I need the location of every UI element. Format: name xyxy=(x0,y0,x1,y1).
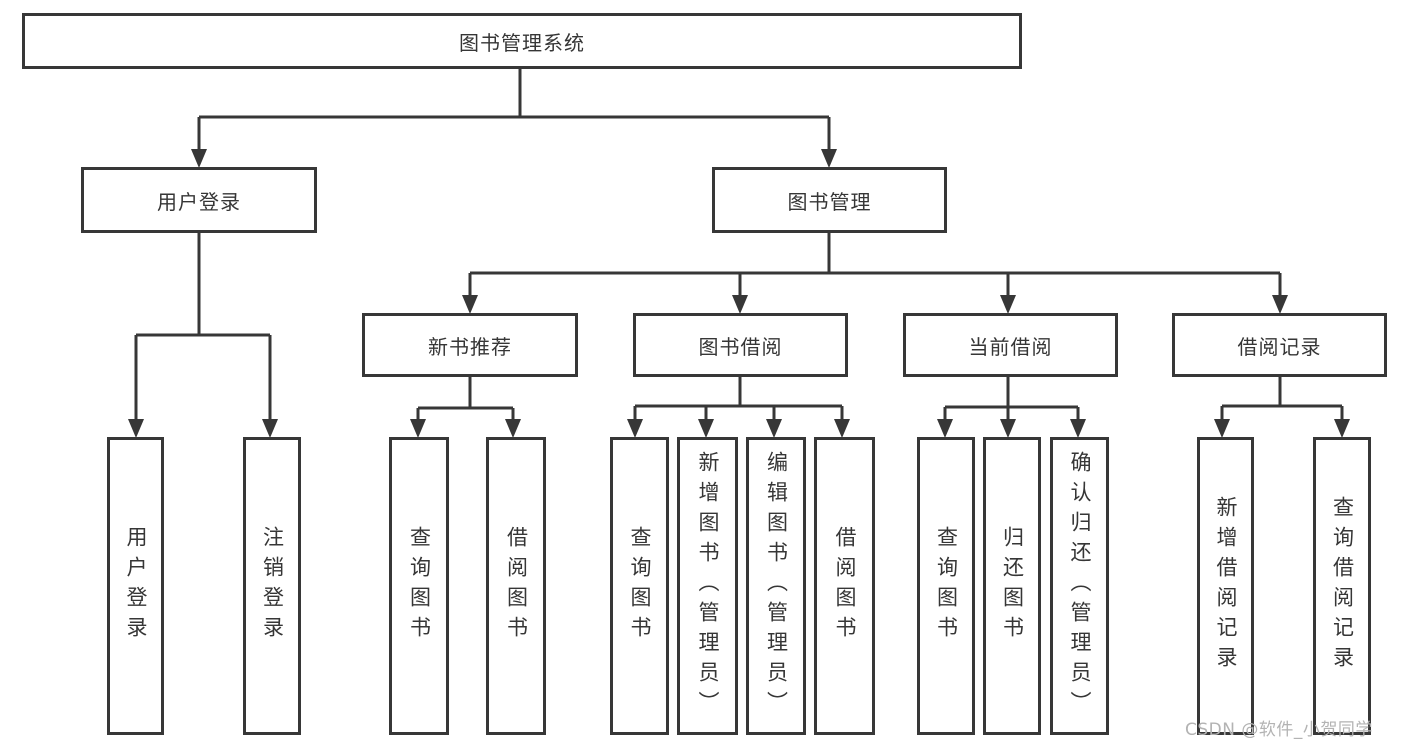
leaf-query-books-current: 查询图书 xyxy=(917,437,975,735)
leaf-return-books: 归还图书 xyxy=(983,437,1041,735)
leaf-user-login: 用户登录 xyxy=(107,437,164,735)
leaf-borrow-books-recommend-label: 借阅图书 xyxy=(504,526,529,646)
leaf-logout: 注销登录 xyxy=(243,437,301,735)
arrowheads xyxy=(128,149,1350,438)
node-current-borrow: 当前借阅 xyxy=(903,313,1118,377)
node-root-label: 图书管理系统 xyxy=(459,30,585,55)
leaf-edit-books-admin-label: 编辑图书（管理员） xyxy=(764,451,789,721)
node-borrow-record: 借阅记录 xyxy=(1172,313,1387,377)
node-book-borrow-label: 图书借阅 xyxy=(698,334,783,359)
leaf-user-login-label: 用户登录 xyxy=(124,526,148,646)
node-book-management-label: 图书管理 xyxy=(787,189,872,214)
leaf-add-books-admin-label: 新增图书（管理员） xyxy=(696,451,720,721)
leaf-confirm-return-admin: 确认归还（管理员） xyxy=(1050,437,1109,735)
leaf-add-borrow-record-label: 新增借阅记录 xyxy=(1214,496,1238,676)
leaf-return-books-label: 归还图书 xyxy=(1000,526,1025,646)
node-root: 图书管理系统 xyxy=(22,13,1022,69)
leaf-add-borrow-record: 新增借阅记录 xyxy=(1197,437,1254,735)
node-new-book-recommend: 新书推荐 xyxy=(362,313,578,377)
leaf-query-books-current-label: 查询图书 xyxy=(934,526,959,646)
node-new-book-recommend-label: 新书推荐 xyxy=(428,334,512,359)
leaf-query-books-borrow: 查询图书 xyxy=(610,437,669,735)
leaf-borrow-books: 借阅图书 xyxy=(814,437,875,735)
node-user-login-label: 用户登录 xyxy=(157,189,241,214)
node-book-management: 图书管理 xyxy=(712,167,947,233)
leaf-logout-label: 注销登录 xyxy=(260,526,285,646)
leaf-query-books-borrow-label: 查询图书 xyxy=(628,526,652,646)
node-book-borrow: 图书借阅 xyxy=(633,313,848,377)
leaf-add-books-admin: 新增图书（管理员） xyxy=(677,437,738,735)
leaf-query-borrow-record-label: 查询借阅记录 xyxy=(1330,496,1355,676)
node-borrow-record-label: 借阅记录 xyxy=(1237,334,1322,359)
csdn-watermark: CSDN @软件_小贺同学 xyxy=(1185,720,1373,740)
leaf-edit-books-admin: 编辑图书（管理员） xyxy=(746,437,806,735)
leaf-confirm-return-admin-label: 确认归还（管理员） xyxy=(1068,451,1092,721)
leaf-query-books-recommend-label: 查询图书 xyxy=(407,526,432,646)
leaf-query-borrow-record: 查询借阅记录 xyxy=(1313,437,1371,735)
leaf-borrow-books-recommend: 借阅图书 xyxy=(486,437,546,735)
node-current-borrow-label: 当前借阅 xyxy=(968,334,1053,359)
leaf-borrow-books-label: 借阅图书 xyxy=(833,526,857,646)
node-user-login: 用户登录 xyxy=(81,167,317,233)
leaf-query-books-recommend: 查询图书 xyxy=(389,437,449,735)
